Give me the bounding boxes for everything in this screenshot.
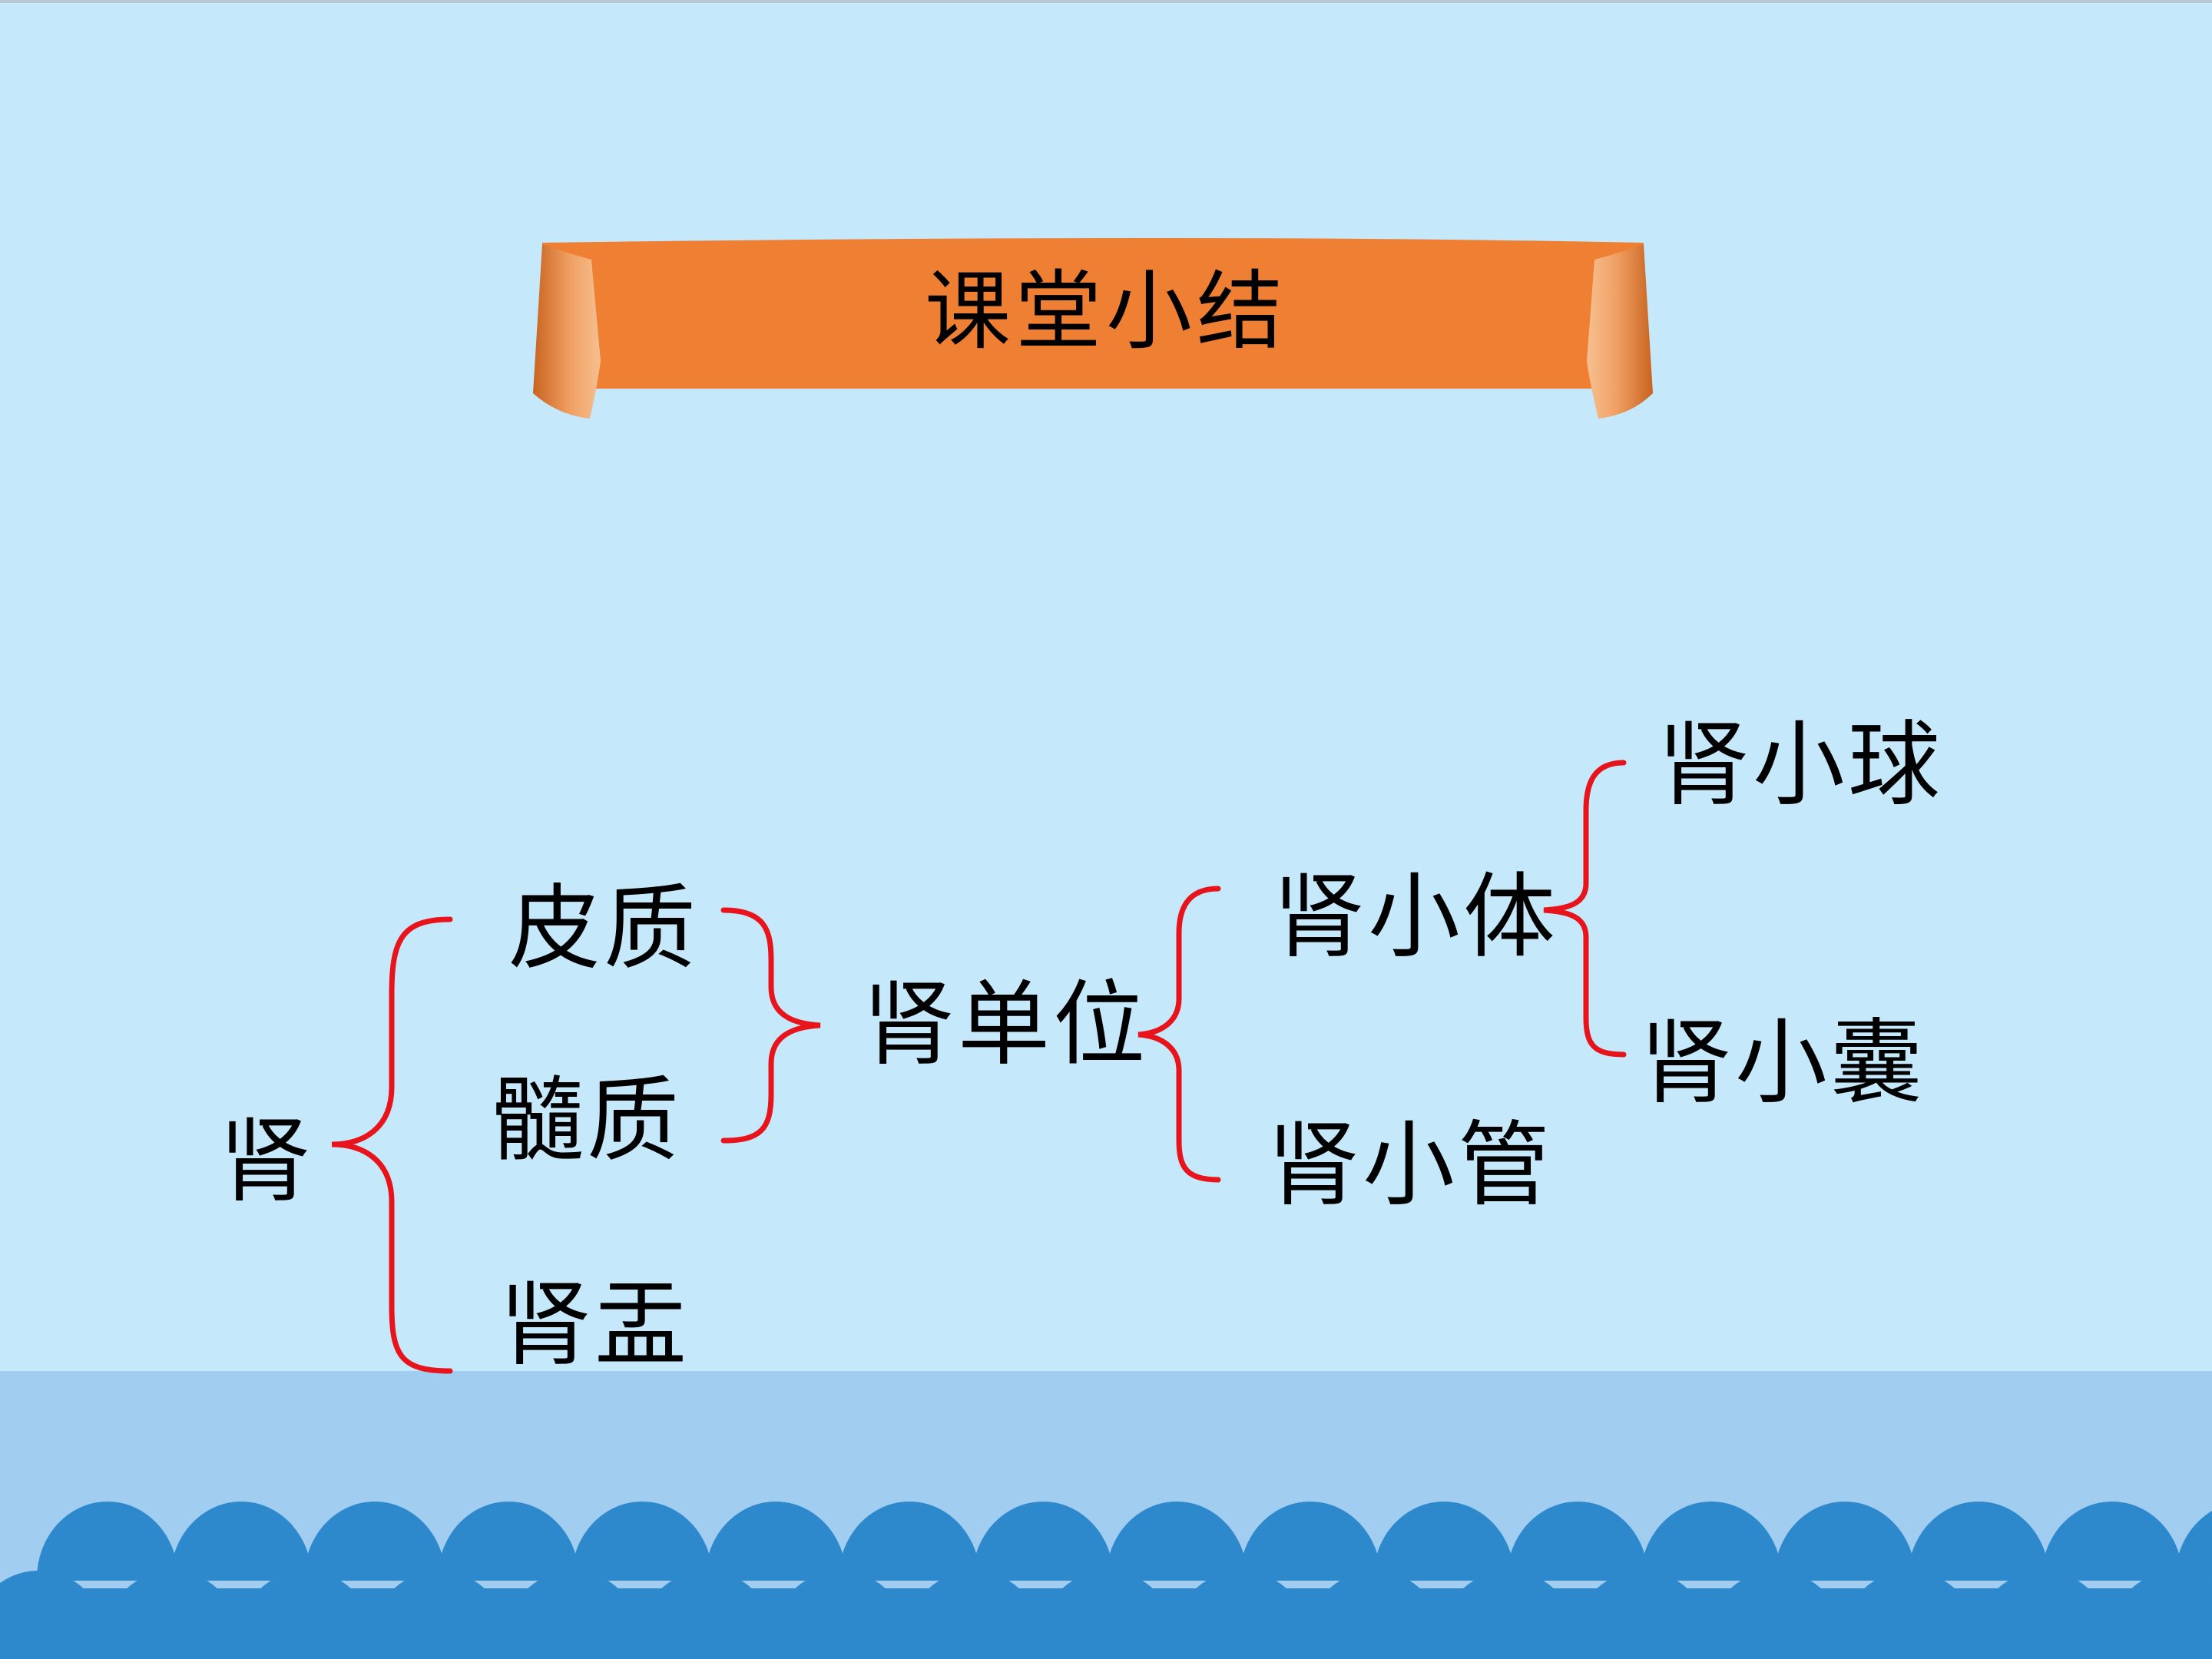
- scale-front: [1438, 1571, 1579, 1659]
- bracket-nephron-parts: [1137, 886, 1221, 1183]
- banner-curl-right: [1587, 244, 1653, 419]
- label-renal-pelvis: 肾盂: [499, 1272, 690, 1379]
- scale-front: [770, 1571, 911, 1659]
- scales-front-row: [0, 1571, 2212, 1659]
- label-glomerulus: 肾小球: [1657, 712, 1943, 819]
- bracket-nephron: [720, 907, 821, 1144]
- scale-front: [101, 1571, 243, 1659]
- scale-front: [1304, 1571, 1445, 1659]
- bracket-kidney: [331, 916, 453, 1374]
- scale-front: [903, 1571, 1045, 1659]
- scale-front: [1037, 1571, 1178, 1659]
- scale-front: [1972, 1571, 2114, 1659]
- label-renal-capsule: 肾小囊: [1640, 1010, 1926, 1117]
- scale-front: [2106, 1571, 2212, 1659]
- scale-front: [1171, 1571, 1312, 1659]
- bracket-corpuscle-parts: [1543, 760, 1627, 1058]
- scale-front: [1571, 1571, 1713, 1659]
- label-medulla: 髓质: [492, 1068, 682, 1174]
- banner-curl-left: [533, 244, 601, 419]
- label-kidney: 肾: [219, 1108, 314, 1215]
- label-nephron: 肾单位: [863, 972, 1148, 1078]
- banner-title: 课堂小结: [925, 262, 1287, 362]
- banner-band: [542, 238, 1644, 389]
- label-renal-tubule: 肾小管: [1267, 1112, 1553, 1219]
- label-renal-corpuscle: 肾小体: [1273, 864, 1558, 971]
- scale-front: [369, 1571, 510, 1659]
- scale-front: [235, 1571, 376, 1659]
- scale-front: [636, 1571, 777, 1659]
- scale-front: [502, 1571, 644, 1659]
- label-cortex: 皮质: [508, 876, 699, 982]
- scale-front: [1839, 1571, 1980, 1659]
- scale-front: [0, 1571, 109, 1659]
- top-border: [0, 0, 2212, 3]
- scale-front: [1705, 1571, 1846, 1659]
